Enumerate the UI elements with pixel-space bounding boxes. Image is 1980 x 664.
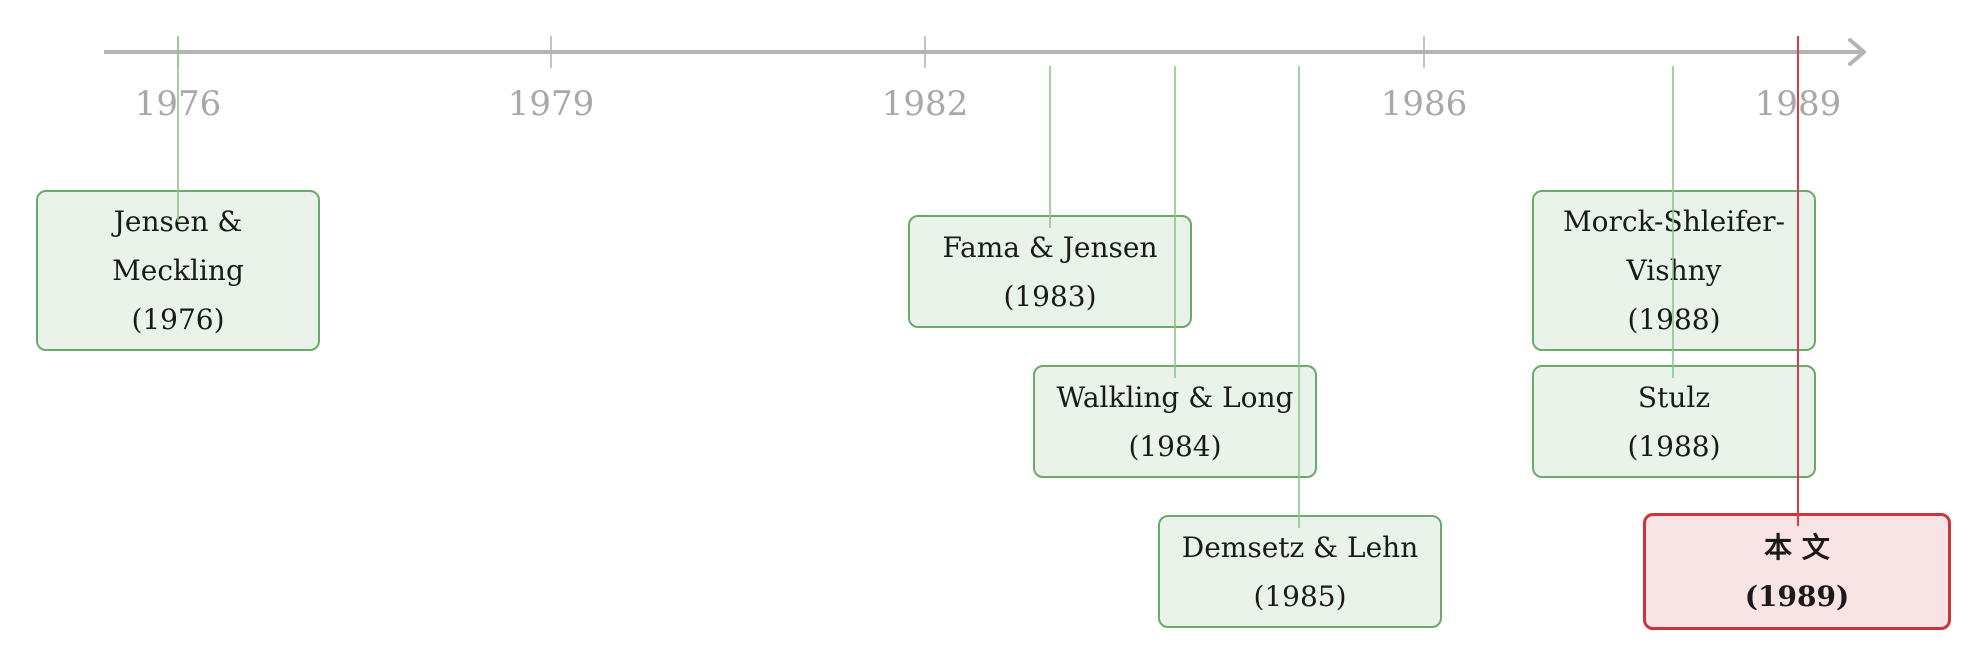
event-year: (1984) <box>1128 429 1222 463</box>
event-title-line: Stulz <box>1637 380 1711 414</box>
event-year: (1989) <box>1744 579 1850 613</box>
event-title-line: Vishny <box>1626 254 1722 287</box>
year-label: 1986 <box>1380 84 1468 124</box>
event-title-line: Morck-Shleifer- <box>1562 205 1785 238</box>
event-year: (1983) <box>1003 279 1097 313</box>
event-box-morck-shleifer-vishny: Morck-Shleifer- Vishny (1988) <box>1532 190 1816 351</box>
event-year: (1988) <box>1627 303 1721 336</box>
event-title-line: Demsetz & Lehn <box>1181 530 1419 564</box>
event-box-this-paper: 本 文 (1989) <box>1643 513 1951 630</box>
event-year: (1988) <box>1627 429 1721 463</box>
event-title-line: 本 文 <box>1764 530 1830 564</box>
event-title-line: Jensen & <box>113 205 243 238</box>
year-label: 1976 <box>134 84 222 124</box>
timeline-arrow-icon <box>1848 38 1866 66</box>
event-year: (1985) <box>1253 579 1347 613</box>
event-box-fama-jensen: Fama & Jensen (1983) <box>908 215 1192 328</box>
event-year: (1976) <box>131 303 225 336</box>
event-box-jensen-meckling: Jensen & Meckling (1976) <box>36 190 320 351</box>
event-title-line: Fama & Jensen <box>942 230 1158 264</box>
event-box-demsetz-lehn: Demsetz & Lehn (1985) <box>1158 515 1442 628</box>
year-label: 1989 <box>1754 84 1842 124</box>
year-label: 1979 <box>507 84 595 124</box>
event-title-line: Walkling & Long <box>1056 380 1294 414</box>
year-label: 1982 <box>881 84 969 124</box>
event-box-stulz: Stulz (1988) <box>1532 365 1816 478</box>
event-box-walkling-long: Walkling & Long (1984) <box>1033 365 1317 478</box>
event-title-line: Meckling <box>112 254 244 287</box>
